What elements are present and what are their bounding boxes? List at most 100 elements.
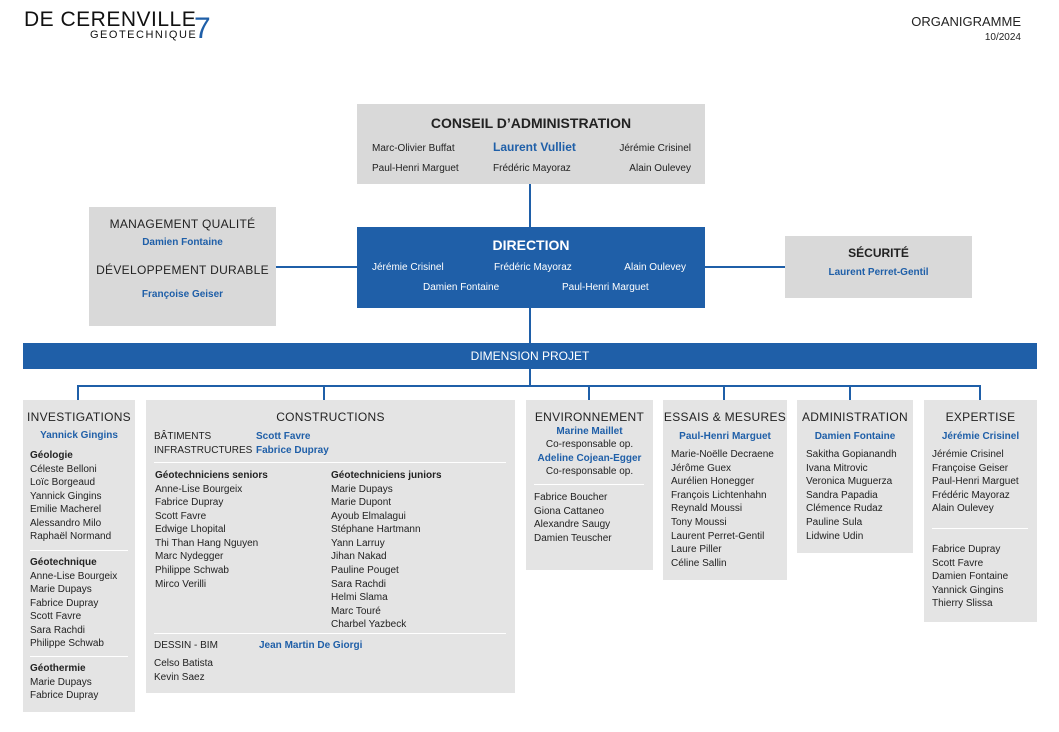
list-item: Kevin Saez	[154, 671, 205, 683]
batiments-label: BÂTIMENTS	[154, 431, 212, 442]
board-title: CONSEIL D’ADMINISTRATION	[430, 115, 632, 131]
direction-member: Jérémie Crisinel	[372, 262, 444, 273]
connector-constructions	[323, 385, 325, 401]
dessin-list: Celso Batista Kevin Saez	[154, 657, 213, 684]
environnement-lead: Marine Maillet	[556, 426, 623, 437]
administration-title: ADMINISTRATION	[802, 410, 908, 424]
list-item: Jihan Nakad	[331, 551, 387, 563]
quality-person: Damien Fontaine	[142, 237, 223, 248]
list-item: Stéphane Hartmann	[331, 524, 421, 536]
divider	[534, 484, 644, 485]
environnement-list: Fabrice Boucher Giona Cattaneo Alexandre…	[534, 491, 612, 545]
geologie-list: Céleste Belloni Loïc Borgeaud Yannick Gi…	[30, 463, 130, 545]
environnement-role: Co-responsable op.	[545, 439, 634, 450]
list-item: Scott Favre	[932, 557, 984, 569]
security-box: SÉCURITÉ Laurent Perret-Gentil	[785, 236, 972, 298]
direction-member: Frédéric Mayoraz	[494, 262, 572, 273]
environnement-box: ENVIRONNEMENT Marine Maillet Co-responsa…	[526, 400, 653, 570]
constructions-title: CONSTRUCTIONS	[276, 410, 385, 424]
list-item: Yann Larruy	[331, 537, 385, 549]
geothermie-title: Géothermie	[30, 663, 86, 674]
juniors-title: Géotechniciens juniors	[331, 470, 442, 481]
list-item: Sara Rachdi	[331, 578, 387, 590]
page-title: ORGANIGRAMME	[911, 14, 1021, 29]
list-item: Paul-Henri Marguet	[932, 476, 1019, 488]
environnement-lead: Adeline Cojean-Egger	[537, 453, 642, 464]
quality-title: MANAGEMENT QUALITÉ	[109, 217, 256, 231]
expertise-lead: Jérémie Crisinel	[941, 431, 1020, 442]
connector-dimension-down	[529, 368, 531, 386]
seniors-group: Géotechniciens seniors Anne-Lise Bourgei…	[155, 469, 325, 591]
list-item: Reynald Moussi	[671, 503, 743, 515]
connector-quality	[276, 266, 358, 268]
geothermie-group: Géothermie Marie Dupays Fabrice Dupray	[30, 662, 130, 703]
investigations-lead: Yannick Gingins	[40, 430, 118, 441]
geothermie-list: Marie Dupays Fabrice Dupray	[30, 676, 130, 703]
direction-member: Damien Fontaine	[423, 282, 500, 293]
geologie-title: Géologie	[30, 450, 73, 461]
list-item: Mirco Verilli	[155, 578, 207, 590]
dessin-label: DESSIN - BIM	[154, 640, 218, 651]
list-item: Scott Favre	[155, 510, 207, 522]
seniors-title: Géotechniciens seniors	[155, 470, 268, 481]
connector-security	[704, 266, 786, 268]
list-item: Yannick Gingins	[30, 490, 102, 502]
dessin-lead: Jean Martin De Giorgi	[259, 640, 363, 651]
list-item: Emilie Macherel	[30, 504, 102, 516]
page-date: 10/2024	[984, 32, 1021, 43]
list-item: Edwige Lhopital	[155, 524, 226, 536]
geotechnique-title: Géotechnique	[30, 557, 97, 568]
list-item: Anne-Lise Bourgeix	[30, 570, 118, 582]
list-item: Damien Fontaine	[932, 571, 1009, 583]
list-item: Lidwine Udin	[806, 530, 864, 542]
list-item: Charbel Yazbeck	[331, 619, 407, 631]
list-item: Giona Cattaneo	[534, 505, 605, 517]
seniors-list: Anne-Lise Bourgeix Fabrice Dupray Scott …	[155, 483, 325, 592]
logo-sub: GEOTECHNIQUE	[90, 29, 198, 41]
board-member: Jérémie Crisinel	[619, 143, 691, 154]
list-item: Laure Piller	[671, 544, 722, 556]
list-item: Marc Nydegger	[155, 551, 224, 563]
constructions-box: CONSTRUCTIONS BÂTIMENTS Scott Favre INFR…	[146, 400, 515, 693]
dimension-title: DIMENSION PROJET	[470, 349, 590, 363]
connector-direction-dimension	[529, 307, 531, 344]
sustainability-person: Françoise Geiser	[141, 289, 224, 300]
board-member: Frédéric Mayoraz	[493, 163, 571, 174]
administration-lead: Damien Fontaine	[814, 431, 896, 442]
connector-investigations	[77, 385, 79, 401]
list-item: Ivana Mitrovic	[806, 462, 868, 474]
expertise-title: EXPERTISE	[945, 410, 1016, 424]
connector-expertise	[979, 385, 981, 401]
divider	[154, 462, 506, 463]
geotechnique-group: Géotechnique Anne-Lise Bourgeix Marie Du…	[30, 556, 130, 651]
connector-essais	[723, 385, 725, 401]
board-box: CONSEIL D’ADMINISTRATION Marc-Olivier Bu…	[357, 104, 705, 184]
list-item: Clémence Rudaz	[806, 503, 883, 515]
divider	[154, 633, 506, 634]
list-item: Scott Favre	[30, 611, 82, 623]
list-item: Fabrice Dupray	[932, 544, 1001, 555]
divider	[30, 656, 128, 657]
list-item: Aurélien Honegger	[671, 476, 755, 488]
essais-title: ESSAIS & MESURES	[663, 410, 787, 424]
expertise-list: Jérémie Crisinel Françoise Geiser Paul-H…	[932, 448, 1019, 516]
list-item: Ayoub Elmalagui	[331, 510, 406, 522]
list-item: Françoise Geiser	[932, 462, 1009, 474]
board-member: Alain Oulevey	[629, 163, 691, 174]
list-item: Celso Batista	[154, 658, 213, 669]
infra-lead: Fabrice Dupray	[256, 445, 329, 456]
administration-list: Sakitha Gopianandh Ivana Mitrovic Veroni…	[806, 448, 897, 543]
quality-box: MANAGEMENT QUALITÉ Damien Fontaine DÉVEL…	[89, 207, 276, 326]
list-item: Fabrice Dupray	[155, 497, 224, 509]
juniors-list: Marie Dupays Marie Dupont Ayoub Elmalagu…	[331, 483, 501, 633]
list-item: Marie Dupont	[331, 497, 392, 509]
list-item: Frédéric Mayoraz	[932, 489, 1010, 501]
list-item: Fabrice Dupray	[30, 597, 99, 609]
list-item: Marie Dupays	[30, 584, 92, 596]
connector-environnement	[588, 385, 590, 401]
list-item: Laurent Perret-Gentil	[671, 530, 765, 542]
logo-name: DE CERENVILLE	[24, 8, 197, 31]
environnement-title: ENVIRONNEMENT	[534, 410, 645, 424]
list-item: Raphaël Normand	[30, 531, 112, 543]
list-item: Yannick Gingins	[932, 584, 1004, 596]
